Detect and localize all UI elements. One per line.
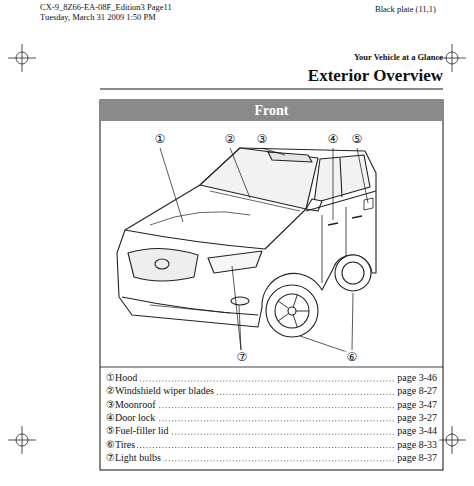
windshield [200,148,318,209]
list-item: ⑥Tires [104,439,137,450]
crop-marks [8,44,466,454]
leader-line [357,148,368,203]
section-band: Front [100,100,443,121]
list-item: ⑦Light bulbs [104,452,163,463]
hub [288,307,296,315]
beltline [306,191,376,211]
list-item: ④Door lock [104,412,157,423]
figure-frame [100,100,443,470]
callout-number: ⑦ [235,351,250,364]
list-item: ①Hood [104,372,139,383]
hood-edge [265,209,306,249]
leader-line [160,148,183,222]
bumper [122,297,258,315]
crop-mark [8,44,36,72]
page-reference: page 3-44 [395,425,439,436]
callout-number: ⑤ [350,133,365,146]
section-name: Your Vehicle at a Glance [354,53,443,62]
fuel-filler-lid [364,198,373,210]
logo [155,259,169,269]
lower-intake [150,305,230,313]
wheel-spokes [278,295,309,327]
wiper-blade [210,191,300,211]
callout-number: ⑥ [345,351,360,364]
headlight [208,251,262,273]
hood-edge [125,230,265,249]
page-reference: page 3-27 [395,412,439,423]
page-title: Exterior Overview [308,67,443,86]
page-reference: page 8-37 [395,452,439,463]
band-title: Front [255,103,289,119]
front-rim [275,294,309,328]
crop-mark [8,426,36,454]
leader-line [232,266,241,350]
rear-rim [342,262,364,284]
leader-lines [160,148,368,352]
leader-line [230,148,250,198]
list-separator [100,367,443,368]
leader-line [333,148,334,220]
grille [128,248,198,281]
b-pillar [340,158,342,197]
dot-leader [108,447,436,448]
crop-mark [438,426,466,454]
page-reference: page 3-47 [395,399,439,410]
leader-line [262,148,285,155]
list-item: ②Windshield wiper blades [104,385,216,396]
dot-leader [108,381,436,382]
print-header: Tuesday, March 31 2009 1:50 PM [40,13,156,22]
rear-tire [335,255,371,291]
fog-light [231,297,249,305]
list-item: ③Moonroof [104,399,158,410]
page-reference: page 8-27 [395,385,439,396]
car-body [117,148,376,327]
callout-number: ② [223,133,238,146]
page-reference: page 3-46 [395,372,439,383]
car-illustration [117,148,376,337]
moonroof [268,152,312,162]
print-header: Black plate (11,1) [375,5,436,14]
header-rule [100,88,443,89]
callout-number: ③ [255,133,270,146]
page-reference: page 8-33 [395,439,439,450]
hood-crease [150,212,250,225]
callout-number: ① [153,133,168,146]
callout-number: ④ [326,133,341,146]
print-header: CX-9_8Z66-EA-08F_Edition3 Page11 [40,3,172,12]
list-item: ⑤Fuel-filler lid [104,425,171,436]
front-tire [266,285,318,337]
leader-line [300,293,353,352]
side-window [314,155,370,203]
